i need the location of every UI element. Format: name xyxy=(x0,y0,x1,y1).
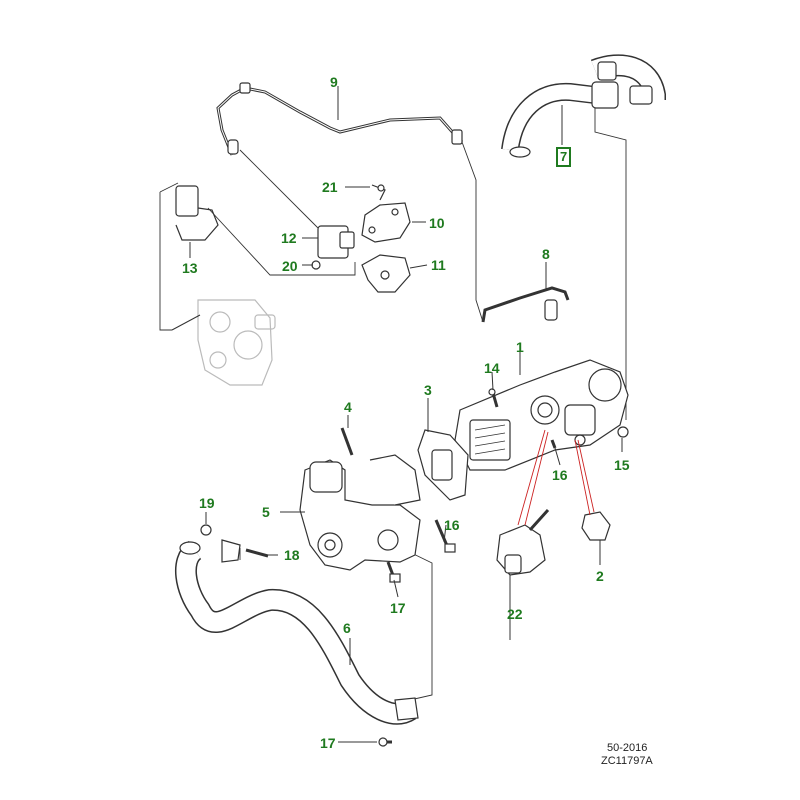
callout-12[interactable]: 12 xyxy=(281,230,297,246)
nut-part-15 xyxy=(617,426,629,438)
callout-8[interactable]: 8 xyxy=(542,246,550,262)
callout-6[interactable]: 6 xyxy=(343,620,351,636)
callout-13[interactable]: 13 xyxy=(182,260,198,276)
gasket-part-3 xyxy=(417,429,469,501)
pump-component xyxy=(197,299,276,386)
callout-5[interactable]: 5 xyxy=(262,504,270,520)
bracket-part-11 xyxy=(361,254,411,293)
callout-20[interactable]: 20 xyxy=(282,258,298,274)
nut-part-20 xyxy=(311,260,321,270)
callout-3[interactable]: 3 xyxy=(424,382,432,398)
bolt-part-16a xyxy=(550,439,557,449)
callout-16-upper[interactable]: 16 xyxy=(552,467,568,483)
callout-16-lower[interactable]: 16 xyxy=(444,517,460,533)
callout-17-upper[interactable]: 17 xyxy=(390,600,406,616)
diagram-date: 50-2016 xyxy=(607,742,648,754)
pipe-part-8 xyxy=(481,286,570,323)
callout-1[interactable]: 1 xyxy=(516,339,524,355)
egr-valve-part-5 xyxy=(299,454,421,571)
vacuum-pipe-part-9 xyxy=(216,86,464,156)
clamp-part-19 xyxy=(200,524,212,536)
callout-22[interactable]: 22 xyxy=(507,606,523,622)
diagram-reference: ZC11797A xyxy=(601,755,653,767)
pipe-part-6 xyxy=(174,540,417,725)
gasket-part-2 xyxy=(581,511,611,541)
bolt-part-21 xyxy=(371,184,386,201)
callout-18[interactable]: 18 xyxy=(284,547,300,563)
callout-2[interactable]: 2 xyxy=(596,568,604,584)
egr-cooler-part-1 xyxy=(454,359,629,471)
bracket-part-10 xyxy=(361,202,411,243)
bolt-part-14 xyxy=(491,392,499,408)
callout-19[interactable]: 19 xyxy=(199,495,215,511)
callout-11[interactable]: 11 xyxy=(431,257,446,273)
callout-14[interactable]: 14 xyxy=(484,360,500,376)
sensor-part-13 xyxy=(175,185,199,217)
callout-9[interactable]: 9 xyxy=(330,74,338,90)
callout-7[interactable]: 7 xyxy=(556,147,572,167)
callout-10[interactable]: 10 xyxy=(429,215,445,231)
callout-15[interactable]: 15 xyxy=(614,457,630,473)
actuator-part-22 xyxy=(496,508,550,576)
callout-21[interactable]: 21 xyxy=(322,179,338,195)
highlight-lines xyxy=(517,429,595,526)
callout-4[interactable]: 4 xyxy=(344,399,352,415)
bolt-part-16b xyxy=(434,519,450,549)
callout-17-lower[interactable]: 17 xyxy=(320,735,336,751)
stud-part-4 xyxy=(340,427,354,456)
